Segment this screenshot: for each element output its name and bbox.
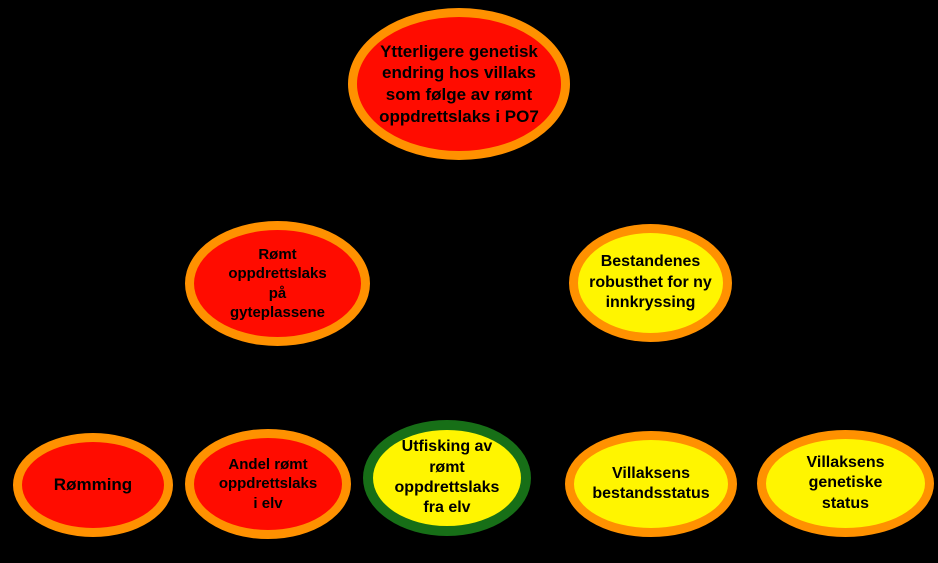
node-label: Rømming [53, 475, 133, 495]
node-label: Bestandenes robusthet for ny innkryssing [589, 253, 712, 312]
node-label: Andel rømt oppdrettslaks i elv [218, 456, 318, 512]
node-removal-fishing-from-river: Utfisking av rømt oppdrettslaks fra elv [363, 420, 531, 536]
node-escape: Rømming [13, 433, 173, 537]
node-label: Villaksens bestandsstatus [592, 464, 710, 502]
node-root-genetic-change: Ytterligere genetisk endring hos villaks… [348, 8, 570, 160]
node-label: Utfisking av rømt oppdrettslaks fra elv [394, 438, 500, 517]
node-wild-salmon-genetic-status: Villaksens genetiske status [757, 430, 934, 537]
node-wild-salmon-stock-status: Villaksens bestandsstatus [565, 431, 737, 537]
node-population-robustness: Bestandenes robusthet for ny innkryssing [569, 224, 732, 342]
node-label: Rømt oppdrettslaks på gyteplassene [228, 246, 327, 321]
node-label: Villaksens genetiske status [806, 453, 885, 512]
node-proportion-escaped-in-river: Andel rømt oppdrettslaks i elv [185, 429, 351, 539]
node-label: Ytterligere genetisk endring hos villaks… [379, 41, 539, 126]
node-escaped-salmon-spawning-grounds: Rømt oppdrettslaks på gyteplassene [185, 221, 370, 346]
